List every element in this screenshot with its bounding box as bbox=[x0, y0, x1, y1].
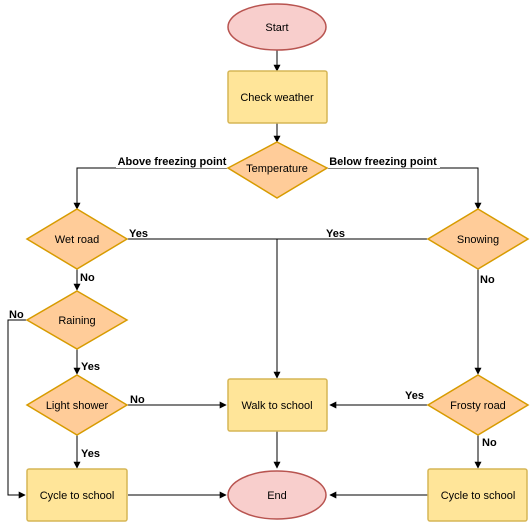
node-check-weather[interactable]: Check weather bbox=[227, 70, 328, 124]
label-shower-no: No bbox=[130, 394, 145, 406]
decision-shape bbox=[426, 208, 530, 270]
node-end-label: End bbox=[267, 490, 287, 502]
node-cycle-left-label: Cycle to school bbox=[40, 490, 115, 502]
edge-labels: Above freezing point Below freezing poin… bbox=[9, 155, 497, 460]
label-raining-no: No bbox=[9, 309, 24, 321]
decision-shape bbox=[426, 374, 530, 436]
node-wet-road[interactable]: Wet road bbox=[25, 208, 129, 270]
label-frosty-no: No bbox=[482, 437, 497, 449]
label-raining-yes: Yes bbox=[81, 361, 100, 373]
process-shape bbox=[427, 468, 528, 522]
decision-shape bbox=[25, 290, 129, 350]
node-cycle-to-school-right[interactable]: Cycle to school bbox=[427, 468, 528, 522]
node-light-shower[interactable]: Light shower bbox=[25, 374, 129, 436]
node-cycle-right-label: Cycle to school bbox=[441, 490, 516, 502]
decision-shape bbox=[25, 208, 129, 270]
edge-temperature-wetroad bbox=[73, 167, 229, 210]
process-shape bbox=[227, 70, 328, 124]
process-shape bbox=[26, 468, 128, 522]
node-end[interactable]: End bbox=[227, 470, 327, 520]
node-walk-to-school[interactable]: Walk to school bbox=[227, 378, 328, 432]
node-start[interactable]: Start bbox=[227, 3, 327, 51]
label-snowing-yes: Yes bbox=[326, 228, 345, 240]
decision-shape bbox=[226, 141, 329, 199]
node-snowing[interactable]: Snowing bbox=[426, 208, 530, 270]
terminal-shape bbox=[227, 470, 327, 520]
terminal-shape bbox=[227, 3, 327, 51]
decision-shape bbox=[25, 374, 129, 436]
label-wetroad-no: No bbox=[80, 272, 95, 284]
node-wet-road-label: Wet road bbox=[55, 234, 99, 246]
node-cycle-to-school-left[interactable]: Cycle to school bbox=[26, 468, 128, 522]
edge-wetroad-walk bbox=[127, 238, 281, 379]
node-raining[interactable]: Raining bbox=[25, 290, 129, 350]
node-frosty-road-label: Frosty road bbox=[450, 400, 506, 412]
node-light-shower-label: Light shower bbox=[46, 400, 109, 412]
label-above-freezing: Above freezing point bbox=[118, 156, 227, 168]
label-snowing-no: No bbox=[480, 274, 495, 286]
node-temperature-label: Temperature bbox=[246, 163, 308, 175]
label-frosty-yes: Yes bbox=[405, 390, 424, 402]
label-wetroad-yes: Yes bbox=[129, 228, 148, 240]
node-frosty-road[interactable]: Frosty road bbox=[426, 374, 530, 436]
node-snowing-label: Snowing bbox=[457, 234, 499, 246]
node-temperature[interactable]: Temperature bbox=[226, 141, 329, 199]
label-shower-yes: Yes bbox=[81, 448, 100, 460]
node-walk-to-school-label: Walk to school bbox=[241, 400, 312, 412]
node-raining-label: Raining bbox=[58, 315, 95, 327]
process-shape bbox=[227, 378, 328, 432]
edge-temperature-snowing bbox=[326, 167, 482, 210]
edge-raining-cycle bbox=[7, 319, 27, 499]
node-start-label: Start bbox=[265, 22, 288, 34]
nodes: Start Check weather Temperature Wet road… bbox=[25, 3, 530, 522]
label-below-freezing: Below freezing point bbox=[329, 156, 437, 168]
node-check-weather-label: Check weather bbox=[240, 92, 314, 104]
